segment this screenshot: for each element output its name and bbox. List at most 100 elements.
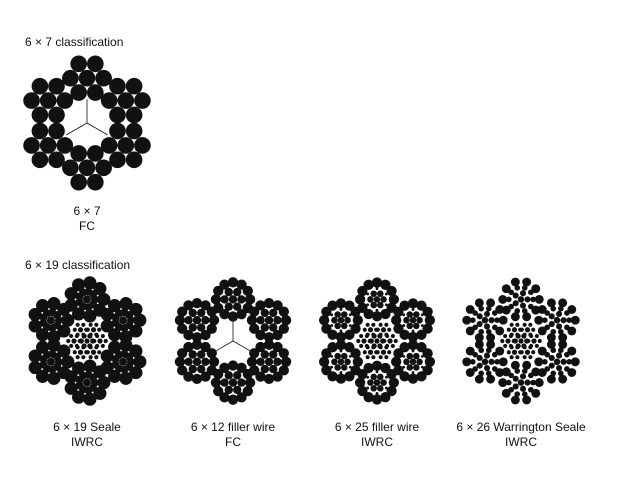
iwrc-core-wire <box>518 350 523 355</box>
strand-wire <box>36 328 50 342</box>
strand-wire <box>177 323 188 334</box>
strand-wire <box>236 309 247 320</box>
strand-wire <box>83 392 97 406</box>
strand-wire <box>558 298 568 308</box>
strand-wire <box>119 371 133 385</box>
iwrc-core-wire <box>371 332 376 337</box>
iwrc-core-wire <box>393 338 398 344</box>
strand-wire <box>363 279 374 290</box>
iwrc-core-wire <box>356 338 361 344</box>
strand-wire <box>375 391 379 395</box>
iwrc-core-wire <box>94 345 99 350</box>
strand-wire <box>227 360 239 371</box>
iwrc-core-wire <box>506 327 511 332</box>
rope-caption-line2: IWRC <box>505 435 537 449</box>
iwrc-core-wire <box>534 343 539 349</box>
strand-wire <box>183 371 194 382</box>
strand-wire <box>237 378 246 387</box>
strand-wire <box>87 173 104 191</box>
strand-wire <box>501 388 511 398</box>
strand-wire <box>370 290 377 298</box>
strand-wire <box>548 313 555 320</box>
iwrc-core-wire <box>371 322 376 327</box>
strand-wire <box>83 295 91 304</box>
strand-wire <box>377 301 384 309</box>
strand-wire <box>416 358 423 366</box>
strand-wire <box>125 122 143 140</box>
strand-wire <box>386 369 397 380</box>
iwrc-core-wire <box>528 332 533 337</box>
strand-wire <box>340 322 348 330</box>
rope-caption-line2: IWRC <box>361 435 393 449</box>
strand-wire <box>191 297 203 309</box>
rope-caption-line1: 6 × 25 filler wire <box>334 420 420 434</box>
strand-wire <box>70 145 87 162</box>
iwrc-core-wire <box>88 322 93 327</box>
strand-wire <box>510 277 520 287</box>
strand-wire <box>249 323 260 334</box>
iwrc-core-wire <box>524 327 531 333</box>
strand-wire <box>406 364 414 371</box>
strand-wire <box>213 385 224 397</box>
strand-wire <box>97 376 111 390</box>
strand-wire <box>23 92 40 109</box>
rope-caption-6x7-fc: 6 × 7 FC <box>47 204 127 234</box>
strand-wire <box>494 317 500 324</box>
strand-wire <box>537 305 547 314</box>
iwrc-core-wire <box>97 327 102 332</box>
strand-wire <box>548 362 555 369</box>
strand-wire <box>83 276 97 290</box>
strand-wire <box>380 308 391 320</box>
strand-wire <box>411 329 415 333</box>
rope-caption-6x12-filler-wire-fc: 6 × 12 filler wire FC <box>163 420 303 450</box>
strand-wire <box>337 358 345 366</box>
iwrc-core-wire <box>94 322 99 327</box>
strand-wire <box>506 296 512 303</box>
strand-wire <box>531 305 541 315</box>
iwrc-core-wire <box>526 338 531 344</box>
strand-wire <box>184 315 193 325</box>
strand-wire <box>87 145 104 162</box>
strand-wire <box>177 306 188 317</box>
strand-wire <box>337 316 345 324</box>
strand-wire <box>263 332 275 343</box>
strand-wire <box>264 357 274 367</box>
strand-wire <box>409 316 417 324</box>
iwrc-core-wire <box>378 322 383 327</box>
strand-wire <box>334 364 341 371</box>
strand-wire <box>424 356 436 367</box>
strand-wire <box>36 369 50 383</box>
strand-wire <box>125 151 143 169</box>
iwrc-core-wire <box>362 327 367 332</box>
strand-wire <box>494 358 500 365</box>
iwrc-core-wire <box>84 338 90 344</box>
iwrc-core-wire <box>75 322 80 327</box>
strand-wire <box>413 352 420 360</box>
strand-wire <box>476 321 483 328</box>
strand-wire <box>57 344 71 358</box>
strand-wire <box>236 362 247 373</box>
strand-wire <box>196 308 206 318</box>
strand-wire <box>488 358 495 365</box>
strand-wire <box>386 285 397 297</box>
strand-wire <box>558 339 568 349</box>
strand-wire <box>224 287 233 297</box>
rope-caption-line1: 6 × 26 Warrington Seale <box>456 420 586 434</box>
rope-cross-section-6x19-seale-iwrc <box>28 276 147 406</box>
strand-wire <box>200 300 211 311</box>
strand-wire <box>83 359 97 373</box>
strand-wire <box>129 366 143 380</box>
strand-wire <box>28 361 42 375</box>
strand-wire <box>196 323 206 332</box>
strand-wire <box>263 297 275 309</box>
strand-wire <box>355 377 366 388</box>
iwrc-core-wire <box>387 338 393 344</box>
iwrc-core-wire <box>92 338 97 344</box>
strand-wire <box>510 360 520 370</box>
strand-wire <box>109 77 126 95</box>
strand-wire <box>28 349 42 363</box>
strand-wire <box>61 355 75 369</box>
iwrc-core-wire <box>81 355 86 360</box>
strand-wire <box>48 77 65 95</box>
strand-wire <box>109 151 126 169</box>
